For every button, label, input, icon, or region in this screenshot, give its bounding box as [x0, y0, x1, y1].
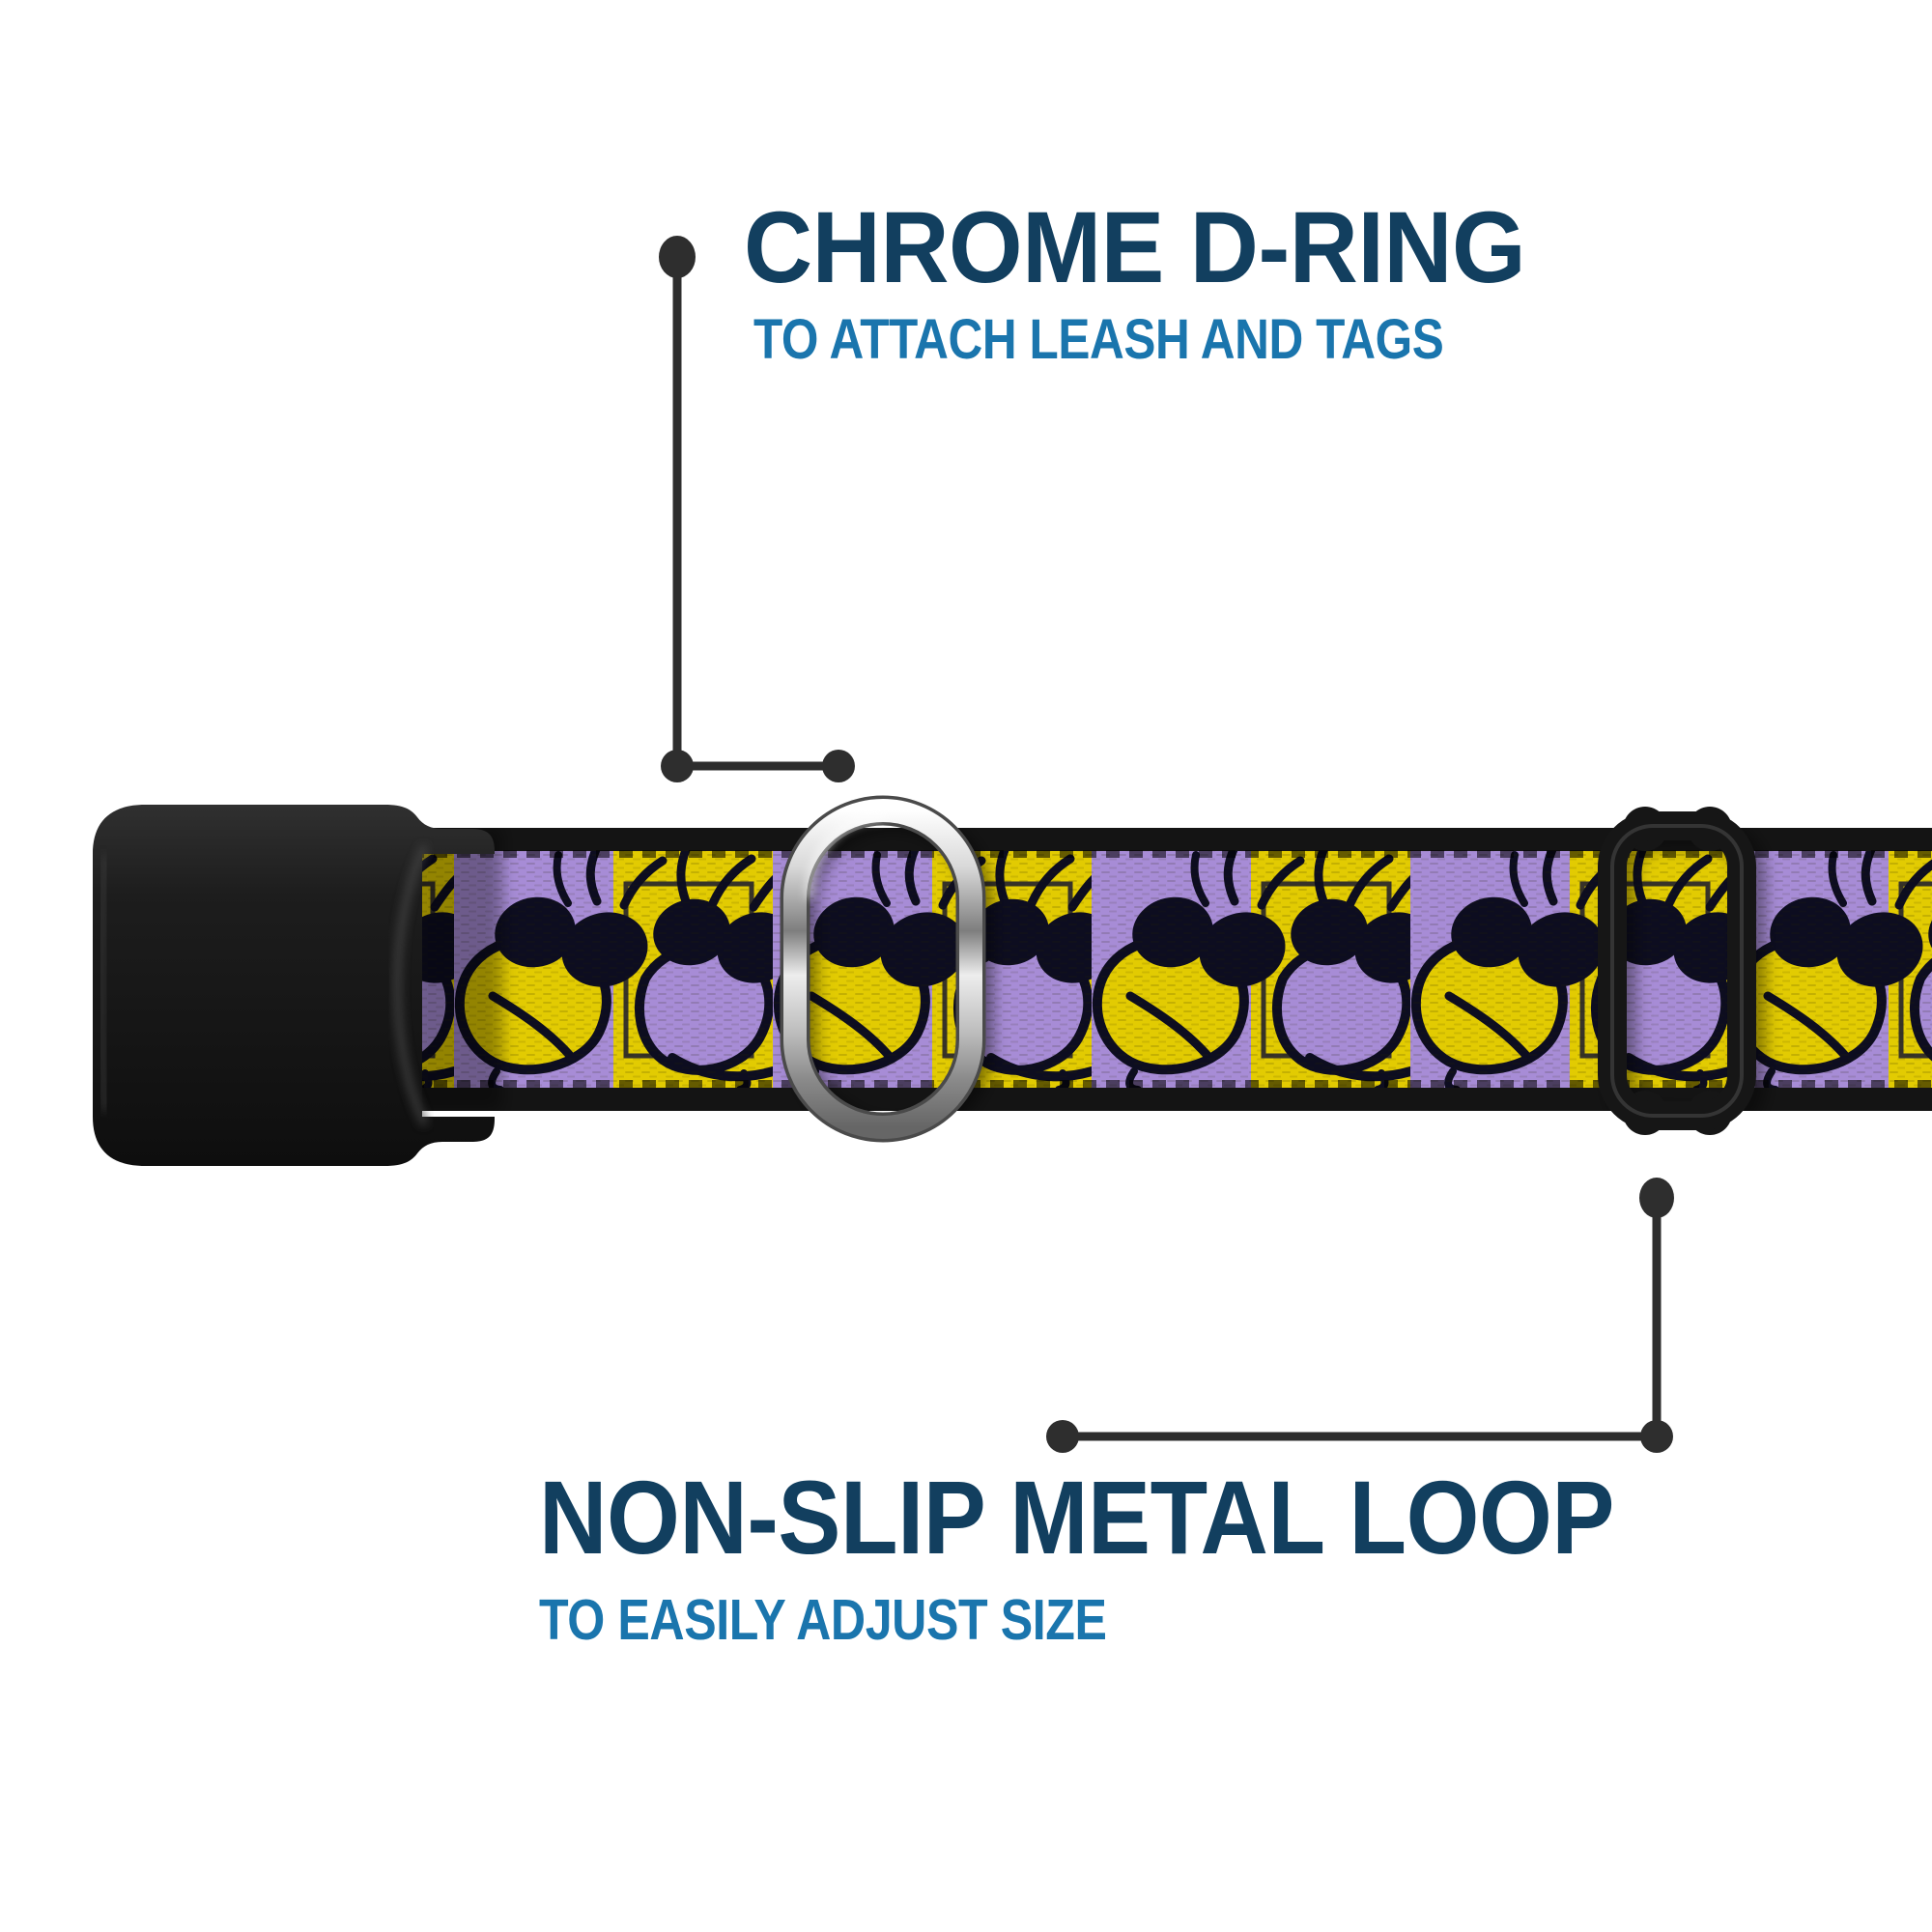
chrome-d-ring-part — [780, 795, 986, 1143]
top-callout-subtitle: TO ATTACH LEASH AND TAGS — [753, 308, 1444, 371]
callout-lines — [659, 236, 1674, 1453]
callout-dot — [1639, 1178, 1674, 1218]
callout-dot — [1046, 1420, 1079, 1453]
top-callout-title: CHROME D-RING — [744, 191, 1526, 304]
callout-dot — [1640, 1420, 1673, 1453]
bottom-callout-subtitle: TO EASILY ADJUST SIZE — [539, 1588, 1107, 1652]
callout-dot — [659, 236, 696, 278]
bottom-callout-title: NON-SLIP METAL LOOP — [539, 1459, 1615, 1576]
side-release-buckle-part — [93, 805, 495, 1166]
callout-dot — [661, 750, 694, 782]
callout-dot — [822, 750, 855, 782]
collar-webbing — [411, 828, 1932, 1111]
adjuster-slider-part — [1598, 807, 1756, 1135]
